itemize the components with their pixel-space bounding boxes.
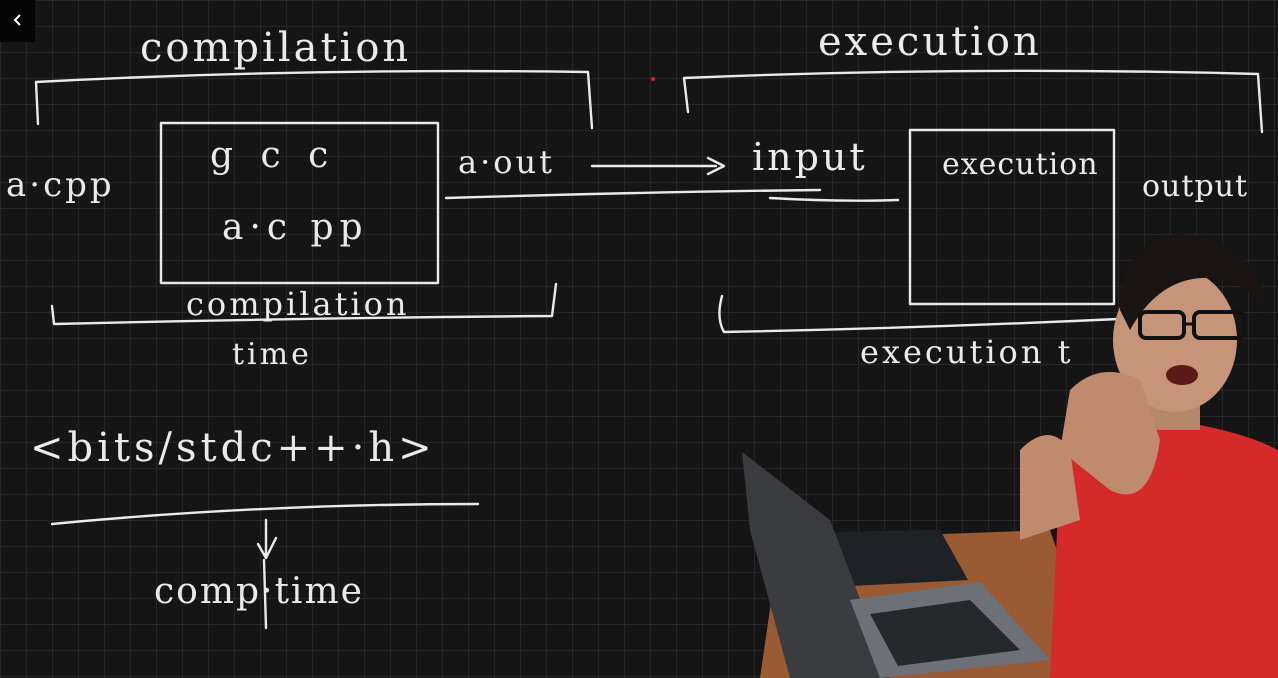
presenter-video-overlay [742, 234, 1278, 678]
compiler-line-1: g c c [210, 135, 337, 176]
back-laptop [830, 530, 968, 586]
back-button[interactable] [0, 0, 35, 42]
compilation-header: compilation [140, 25, 412, 71]
output-label: output [1142, 169, 1249, 204]
laptop-lid [742, 452, 890, 678]
compilation-time-line-2: time [232, 337, 312, 372]
compilation-time-line-1: compilation [186, 285, 410, 323]
execution-box-label: execution [942, 147, 1099, 182]
pointer-dot [651, 77, 655, 81]
presenter-hands [1060, 372, 1160, 495]
presenter-hair [1120, 234, 1268, 330]
input-label: input [752, 135, 868, 179]
laptop-keyboard [870, 600, 1020, 666]
header-include-label: <bits/stdc++·h> [30, 425, 436, 471]
comp-time-label: comp·time [154, 571, 364, 612]
execution-time-label: execution t [860, 333, 1074, 371]
output-file-label: a·out [458, 143, 555, 181]
source-file-label: a·cpp [6, 165, 115, 205]
compiler-line-2: a·c pp [222, 207, 369, 248]
chevron-left-icon [11, 12, 25, 31]
execution-header: execution [818, 19, 1042, 65]
